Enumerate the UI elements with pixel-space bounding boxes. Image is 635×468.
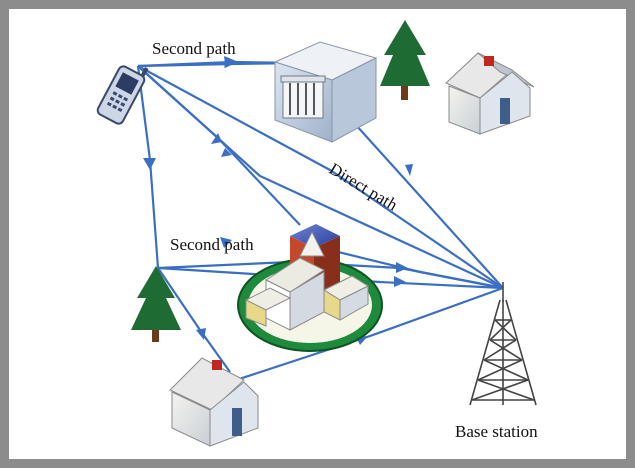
tree-icon-2	[131, 266, 181, 342]
arrow-building-base	[405, 164, 413, 176]
phone-to-tree-line	[136, 65, 160, 269]
office-building-icon	[273, 41, 378, 143]
house-icon	[445, 52, 535, 135]
phone-to-base-lower-line	[137, 65, 504, 289]
mobile-phone-icon	[96, 65, 149, 125]
arrow-diag-1	[211, 133, 222, 144]
arrow-tree-house	[196, 328, 206, 340]
tree-icon	[380, 20, 430, 100]
house-to-base-line	[229, 286, 504, 384]
direct-path-line	[137, 65, 504, 289]
base-station-label: Base station	[455, 422, 538, 441]
arrow-mid-1	[396, 262, 408, 273]
second-path-mid-label: Second path	[170, 235, 254, 254]
city-to-base-line	[329, 248, 504, 290]
base-station-tower-icon	[469, 282, 537, 406]
city-buildings-icon	[237, 224, 383, 352]
second-path-top-label: Second path	[152, 39, 236, 58]
path-arrows	[143, 58, 413, 345]
arrow-top	[228, 58, 238, 66]
tree-to-base-line	[157, 266, 504, 290]
direct-path-label: Direct path	[326, 159, 401, 215]
arrow-mid-2	[394, 276, 406, 287]
arrow-diag-2	[221, 148, 232, 157]
house-icon-2	[169, 357, 259, 447]
arrow-city-base	[220, 237, 232, 248]
arrow-down-left	[143, 158, 156, 170]
